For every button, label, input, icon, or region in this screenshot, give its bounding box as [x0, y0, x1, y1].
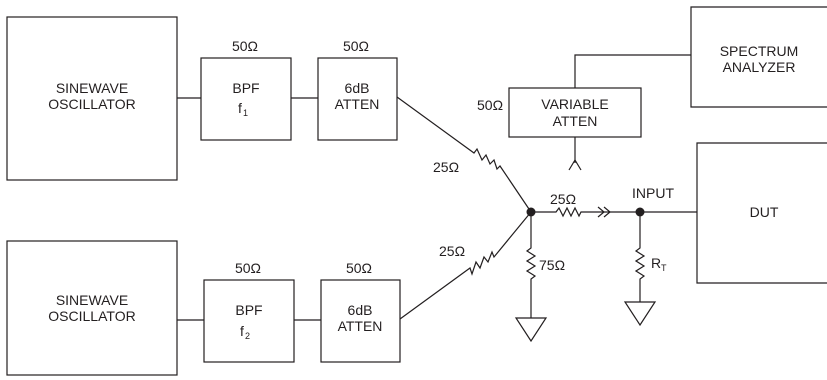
- probe-tip-icon: [568, 158, 582, 171]
- variable-atten-line1: VARIABLE: [541, 96, 608, 112]
- spectrum-analyzer-line1: SPECTRUM: [720, 43, 799, 59]
- probe-arrow-icon: [597, 206, 611, 218]
- atten-top-line2: ATTEN: [335, 96, 380, 112]
- ground-symbol-input: [623, 301, 657, 327]
- atten-top-line1: 6dB: [345, 80, 370, 96]
- resistor-rt-sub: T: [661, 263, 667, 273]
- resistor-series-25ohm: 25Ω: [531, 191, 640, 218]
- oscillator-bottom-line2: OSCILLATOR: [48, 308, 135, 324]
- resistor-bottom-25ohm: 25Ω: [399, 211, 532, 320]
- bpf-top-freq: f: [238, 100, 242, 116]
- bpf-bottom-freq-sub: 2: [245, 331, 250, 341]
- resistor-top-25ohm: 25Ω: [396, 96, 532, 213]
- variable-atten-line2: ATTEN: [553, 113, 598, 129]
- atten-top-impedance: 50Ω: [343, 38, 369, 54]
- resistor-shunt-label: 75Ω: [539, 257, 565, 273]
- bpf-top: 50Ω BPF f 1: [200, 38, 292, 141]
- oscillator-top-line2: OSCILLATOR: [48, 96, 135, 112]
- ground-symbol-junction: [514, 317, 548, 343]
- resistor-bottom-label: 25Ω: [439, 243, 465, 259]
- resistor-rt-label: R: [651, 255, 661, 271]
- resistor-rt: R T: [634, 212, 667, 302]
- oscillator-top: SINEWAVE OSCILLATOR: [6, 16, 178, 181]
- oscillator-bottom: SINEWAVE OSCILLATOR: [6, 240, 178, 376]
- oscillator-bottom-line1: SINEWAVE: [56, 292, 128, 308]
- bpf-bottom-label: BPF: [235, 302, 262, 318]
- atten-bottom-line1: 6dB: [348, 302, 373, 318]
- bpf-top-label: BPF: [232, 80, 259, 96]
- bpf-bottom: 50Ω BPF f 2: [203, 260, 295, 363]
- variable-atten: 50Ω VARIABLE ATTEN: [477, 87, 642, 138]
- dut: DUT: [696, 142, 827, 284]
- oscillator-top-line1: SINEWAVE: [56, 80, 128, 96]
- atten-bottom-line2: ATTEN: [338, 318, 383, 334]
- spectrum-analyzer: SPECTRUM ANALYZER: [690, 6, 827, 108]
- atten-top: 50Ω 6dB ATTEN: [317, 38, 398, 141]
- bpf-bottom-freq: f: [240, 323, 244, 339]
- resistor-top-label: 25Ω: [433, 159, 459, 175]
- variable-atten-impedance: 50Ω: [477, 97, 503, 113]
- spectrum-analyzer-line2: ANALYZER: [723, 59, 796, 75]
- resistor-series-label: 25Ω: [550, 191, 576, 207]
- dut-label: DUT: [750, 204, 779, 220]
- input-label: INPUT: [632, 185, 674, 201]
- bpf-top-freq-sub: 1: [243, 108, 248, 118]
- bpf-top-impedance: 50Ω: [232, 38, 258, 54]
- atten-bottom: 50Ω 6dB ATTEN: [320, 260, 401, 363]
- atten-bottom-impedance: 50Ω: [346, 260, 372, 276]
- bpf-bottom-impedance: 50Ω: [235, 260, 261, 276]
- wire-variable-atten-analyzer: [574, 54, 691, 88]
- resistor-shunt-75ohm: 75Ω: [525, 212, 565, 318]
